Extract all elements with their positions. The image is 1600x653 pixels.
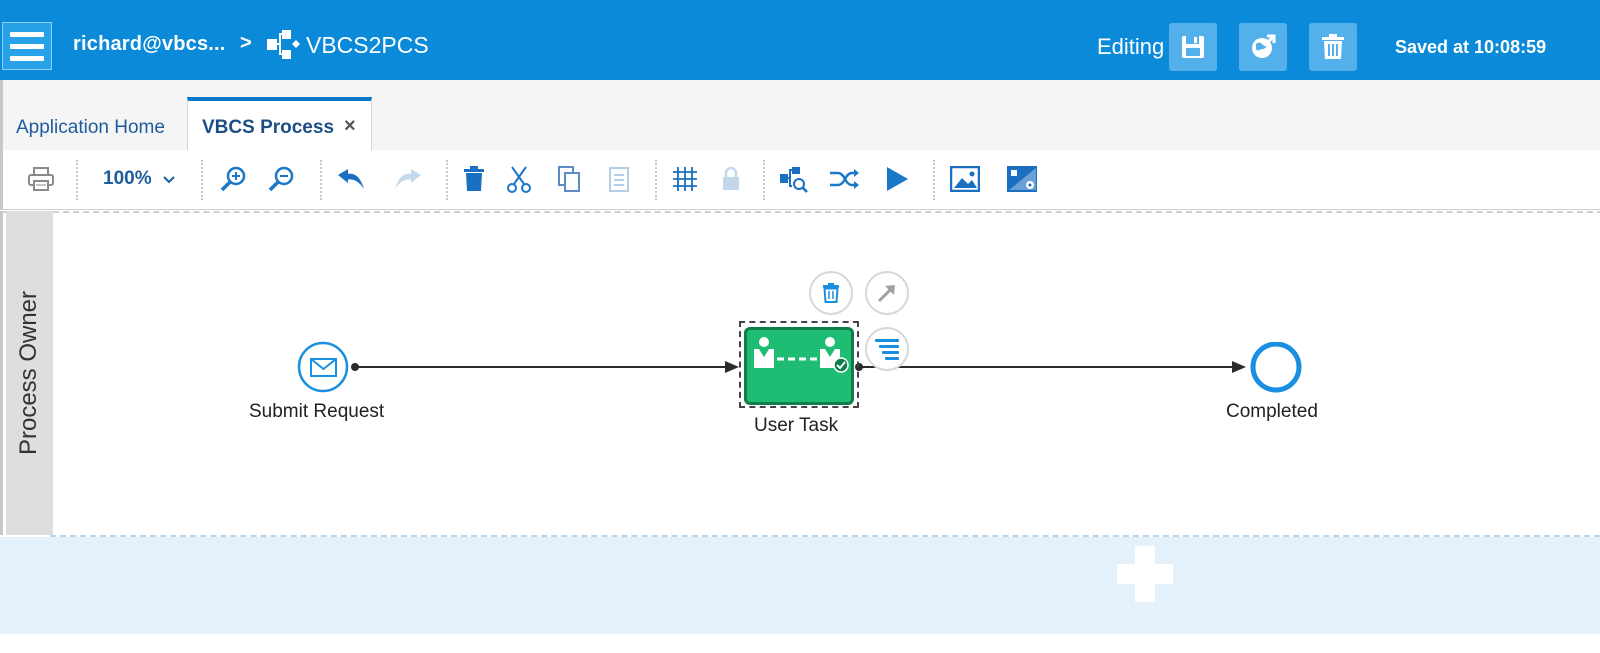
lane-top-border xyxy=(3,211,1600,213)
editor-toolbar: 100% xyxy=(0,150,1600,210)
flow-arrowhead-task xyxy=(725,361,739,373)
validate-icon xyxy=(780,167,808,193)
swimlane-header[interactable]: Process Owner xyxy=(6,211,53,535)
end-event-label: Completed xyxy=(1226,401,1318,422)
end-event[interactable] xyxy=(1249,342,1303,396)
zoom-dropdown[interactable]: 100% xyxy=(103,168,175,190)
start-event-label: Submit Request xyxy=(249,401,385,422)
run-button[interactable] xyxy=(881,163,913,195)
delete-app-button[interactable] xyxy=(1309,23,1357,71)
add-swimlane-area[interactable] xyxy=(0,537,1600,634)
toolbar-separator xyxy=(933,160,935,200)
chevron-down-icon xyxy=(163,176,175,184)
lock-button[interactable] xyxy=(715,163,747,195)
publish-globe-icon xyxy=(1252,34,1276,58)
simulate-icon xyxy=(830,169,859,189)
selection-outline xyxy=(739,321,859,408)
delete-icon xyxy=(464,166,484,191)
validate-button[interactable] xyxy=(778,163,810,195)
tab-application-home[interactable]: Application Home xyxy=(16,117,165,138)
breadcrumb-user[interactable]: richard@vbcs... xyxy=(73,33,226,55)
flow-start-dot xyxy=(351,363,359,371)
delete-trash-icon xyxy=(1322,34,1344,59)
lane-bottom-border xyxy=(50,535,1600,537)
zoom-out-icon xyxy=(268,166,294,192)
redo-icon xyxy=(395,169,421,189)
zoom-out-button[interactable] xyxy=(265,163,297,195)
user-task[interactable] xyxy=(744,327,854,405)
play-icon xyxy=(887,167,908,191)
simulate-button[interactable] xyxy=(828,163,860,195)
save-button[interactable] xyxy=(1169,23,1217,71)
node-properties-button[interactable] xyxy=(865,327,909,371)
flow-arrowhead-end xyxy=(1232,361,1246,373)
print-icon xyxy=(28,167,54,191)
cut-button[interactable] xyxy=(503,163,535,195)
editing-status: Editing xyxy=(1097,34,1165,59)
user-task-icon xyxy=(754,337,849,373)
close-tab-icon[interactable]: × xyxy=(344,115,356,137)
lock-icon xyxy=(723,166,739,190)
image-settings-button[interactable] xyxy=(1006,163,1038,195)
tab-bar: Application Home VBCS Process × xyxy=(0,80,1600,150)
redo-button[interactable] xyxy=(391,163,423,195)
user-task-label: User Task xyxy=(754,415,839,436)
zoom-level: 100% xyxy=(103,168,152,189)
image-settings-icon xyxy=(1007,166,1037,192)
copy-button[interactable] xyxy=(553,163,585,195)
toolbar-separator xyxy=(76,160,78,200)
image-icon xyxy=(950,166,980,192)
trash-icon xyxy=(823,283,839,303)
start-message-event[interactable] xyxy=(296,341,350,395)
copy-icon xyxy=(558,166,580,192)
canvas-bottom xyxy=(0,634,1600,653)
toolbar-separator xyxy=(201,160,203,200)
toolbar-separator xyxy=(446,160,448,200)
undo-icon xyxy=(338,169,364,189)
plus-icon xyxy=(1117,546,1173,602)
grid-icon xyxy=(673,167,697,191)
process-canvas[interactable]: Process Owner Submit Request User Tas xyxy=(0,211,1600,535)
arrow-connect-icon xyxy=(877,285,895,303)
print-button[interactable] xyxy=(25,163,57,195)
delete-button[interactable] xyxy=(458,163,490,195)
undo-button[interactable] xyxy=(336,163,368,195)
export-image-button[interactable] xyxy=(949,163,981,195)
toolbar-separator xyxy=(655,160,657,200)
paste-icon xyxy=(609,167,629,192)
app-header: richard@vbcs... > VBCS2PCS Editing xyxy=(0,0,1600,80)
publish-button[interactable] xyxy=(1239,23,1287,71)
connect-flow-button[interactable] xyxy=(865,271,909,315)
tab-vbcs-process[interactable]: VBCS Process × xyxy=(187,97,372,150)
toolbar-separator xyxy=(320,160,322,200)
saved-status: Saved at 10:08:59 xyxy=(1395,37,1547,57)
paste-button[interactable] xyxy=(603,163,635,195)
app-name[interactable]: VBCS2PCS xyxy=(306,32,429,58)
envelope-icon xyxy=(310,358,337,377)
tab-vbcs-process-label: VBCS Process xyxy=(202,117,335,138)
list-properties-icon xyxy=(875,339,899,360)
zoom-in-button[interactable] xyxy=(217,163,249,195)
delete-node-button[interactable] xyxy=(809,271,853,315)
grid-button[interactable] xyxy=(669,163,701,195)
zoom-in-icon xyxy=(220,166,246,192)
toolbar-separator xyxy=(763,160,765,200)
breadcrumb-separator: > xyxy=(240,32,252,54)
hamburger-menu-icon[interactable] xyxy=(2,22,52,70)
process-app-icon xyxy=(267,30,300,59)
cut-icon xyxy=(507,166,531,193)
save-icon xyxy=(1182,36,1204,58)
